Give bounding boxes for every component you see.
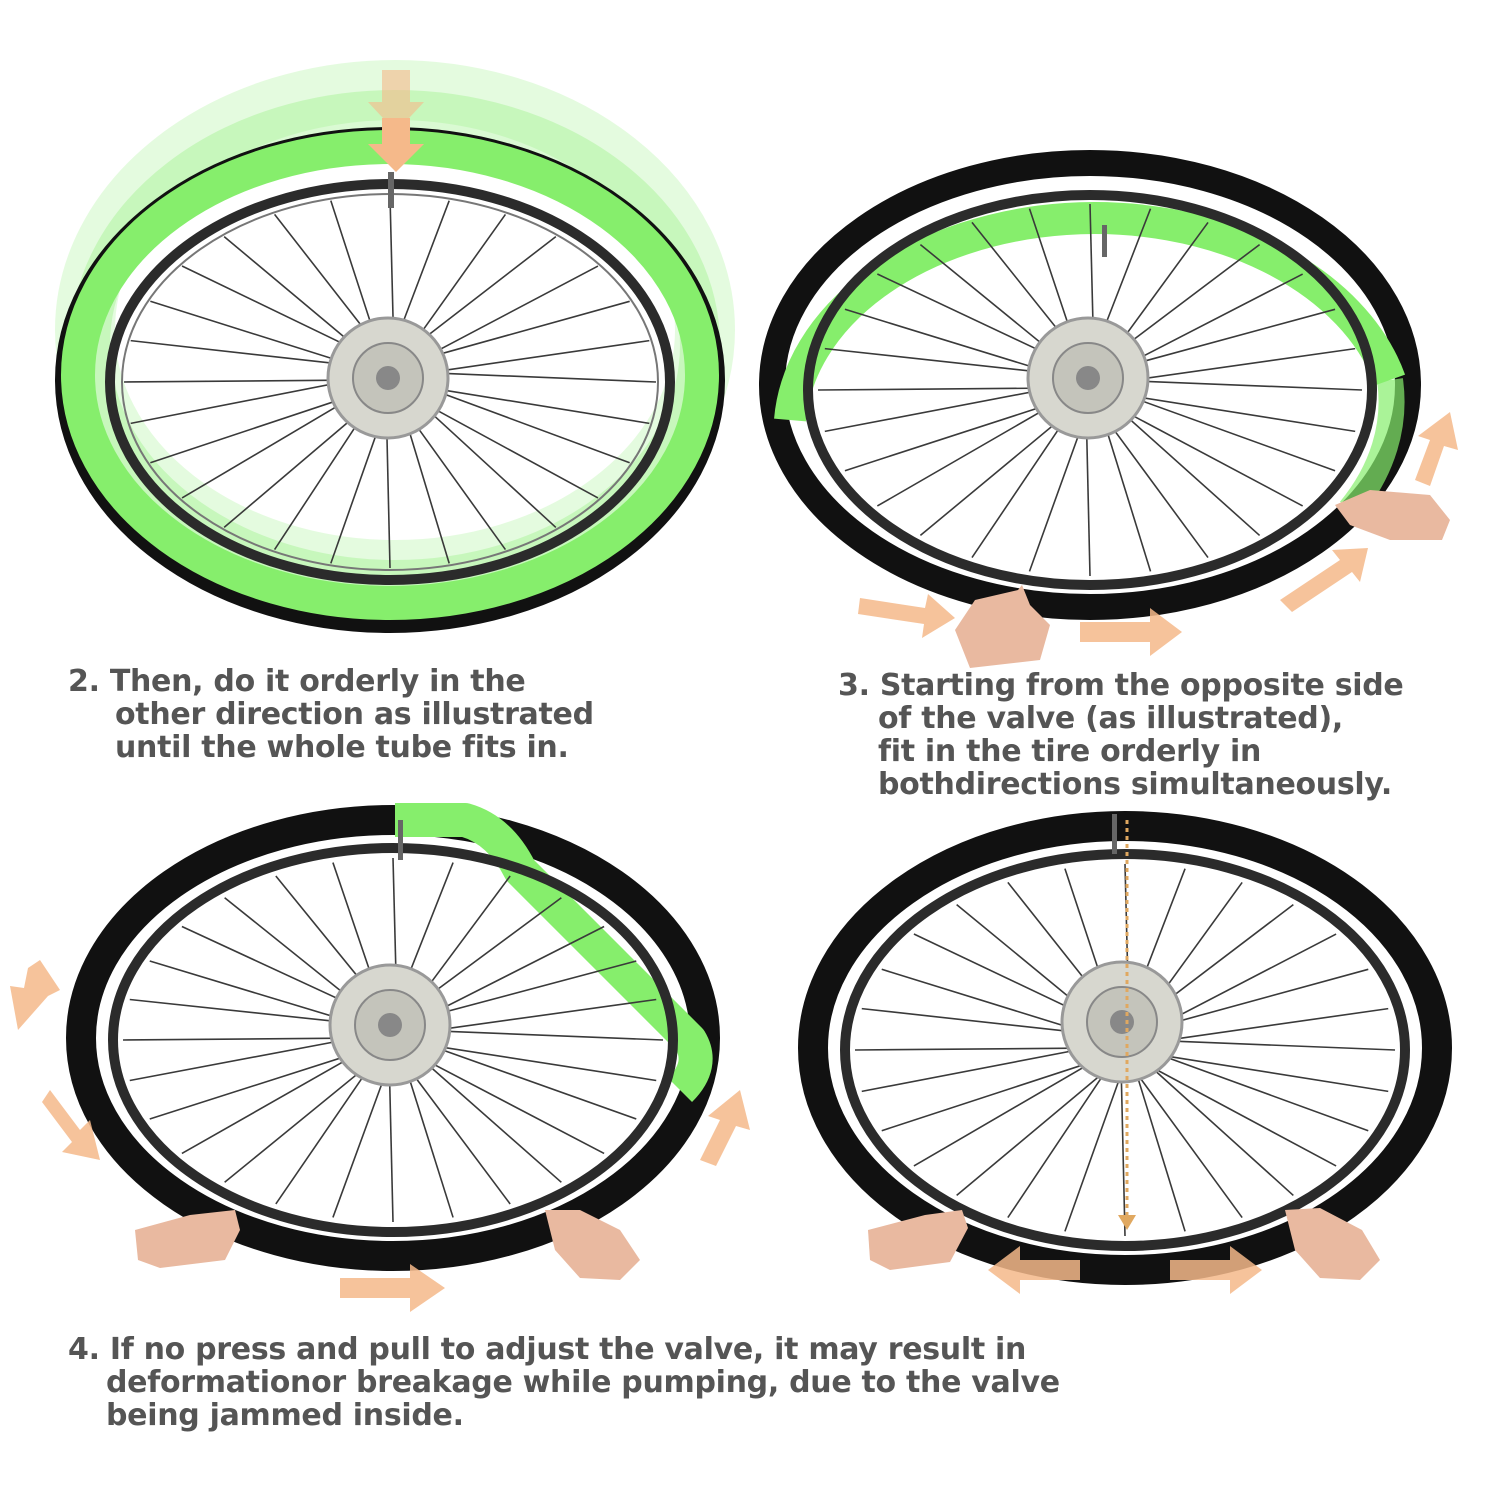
spoke <box>913 1053 1107 1167</box>
spoke <box>1146 1039 1396 1051</box>
spoke <box>1120 1065 1126 1237</box>
spoke <box>1106 397 1261 537</box>
step-4-line-3: being jammed inside. <box>106 1398 464 1433</box>
step-4-number: 4. <box>68 1332 100 1367</box>
spoke <box>411 371 657 383</box>
step-2-caption: 2. Then, do it orderly in the other dire… <box>68 665 594 764</box>
step-2-line-3: until the whole tube fits in. <box>115 730 569 765</box>
spoke <box>1110 391 1356 433</box>
hand-icon <box>1335 490 1450 540</box>
step-3-line-3: fit in the tire orderly in <box>878 734 1262 769</box>
direction-arrow-icon <box>988 1246 1262 1294</box>
spoke <box>413 1041 657 1082</box>
spoke <box>956 1062 1116 1197</box>
spoke <box>1145 1051 1389 1093</box>
spoke <box>1145 1049 1369 1132</box>
spoke <box>1104 399 1304 507</box>
spoke <box>824 384 1069 433</box>
spoke <box>1064 1065 1125 1232</box>
spoke <box>1141 1057 1294 1197</box>
step-4-caption: 4. If no press and pull to adjust the va… <box>68 1333 1060 1432</box>
spoke <box>1132 1063 1186 1232</box>
step-3-line-4: bothdirections simultaneously. <box>878 767 1392 802</box>
tire <box>798 811 1452 1285</box>
spoke <box>409 1047 562 1183</box>
spoke <box>129 1034 372 1082</box>
valve <box>1112 814 1117 854</box>
rim <box>803 190 1377 590</box>
spoke <box>414 998 657 1034</box>
direction-arrow-icon <box>10 960 750 1312</box>
spoke <box>411 339 650 376</box>
spoke <box>1139 1059 1337 1167</box>
valve <box>398 820 403 860</box>
hand-icon <box>135 1210 240 1268</box>
rim <box>840 849 1410 1251</box>
wheel-illustration-step-4-left <box>10 803 750 1312</box>
wheel-illustration-step-3 <box>759 150 1458 668</box>
spoke <box>410 381 630 464</box>
spoke <box>1111 347 1356 384</box>
hand-icon <box>1285 1208 1380 1280</box>
step-4-line-1: 4. If no press and pull to adjust the va… <box>68 1332 1027 1367</box>
spoke <box>1146 1007 1389 1044</box>
step-3-caption: 3. Starting from the opposite side of th… <box>838 668 1404 802</box>
hand-icon <box>868 1210 968 1270</box>
hub-axle <box>1110 1010 1134 1034</box>
spoke <box>1130 1064 1243 1219</box>
step-3-number: 3. <box>838 668 870 703</box>
step-2-number: 2. <box>68 664 100 699</box>
step-4-line-2: deformationor breakage while pumping, du… <box>106 1365 1060 1400</box>
valve <box>1102 225 1107 257</box>
spoke <box>1111 379 1363 391</box>
spoke <box>844 396 1073 472</box>
hub-axle <box>1076 366 1100 390</box>
spoke <box>1007 1061 1113 1219</box>
down-arrow-icon <box>368 70 424 172</box>
spoke <box>413 1039 637 1120</box>
step-2-line-2: other direction as illustrated <box>115 697 594 732</box>
hand-icon <box>955 585 1050 668</box>
spoke <box>881 1056 1108 1132</box>
hub-axle <box>376 366 400 390</box>
rim <box>108 843 678 1237</box>
spoke <box>1110 389 1336 472</box>
step-3-line-1: 3. Starting from the opposite side <box>838 668 1404 703</box>
valve <box>388 172 394 208</box>
spoke <box>407 1049 605 1155</box>
step-2-line-1: 2. Then, do it orderly in the <box>68 664 526 699</box>
hand-icon <box>545 1210 640 1280</box>
spoke <box>149 1046 376 1120</box>
spoke <box>410 383 650 425</box>
wheel-illustration-step-2 <box>55 60 735 633</box>
spokes <box>854 863 1396 1237</box>
spoke <box>817 387 1069 391</box>
spoke <box>414 1029 664 1041</box>
down-arrow-icon <box>1118 1215 1136 1230</box>
wheel-illustration-step-4-right <box>798 811 1452 1294</box>
hub-axle <box>378 1013 402 1037</box>
spoke <box>407 300 630 364</box>
spoke <box>854 1047 1104 1051</box>
direction-arrow-icon <box>858 412 1458 656</box>
step-3-line-2: of the valve (as illustrated), <box>878 701 1343 736</box>
tire <box>759 150 1421 620</box>
spoke <box>861 1044 1104 1093</box>
